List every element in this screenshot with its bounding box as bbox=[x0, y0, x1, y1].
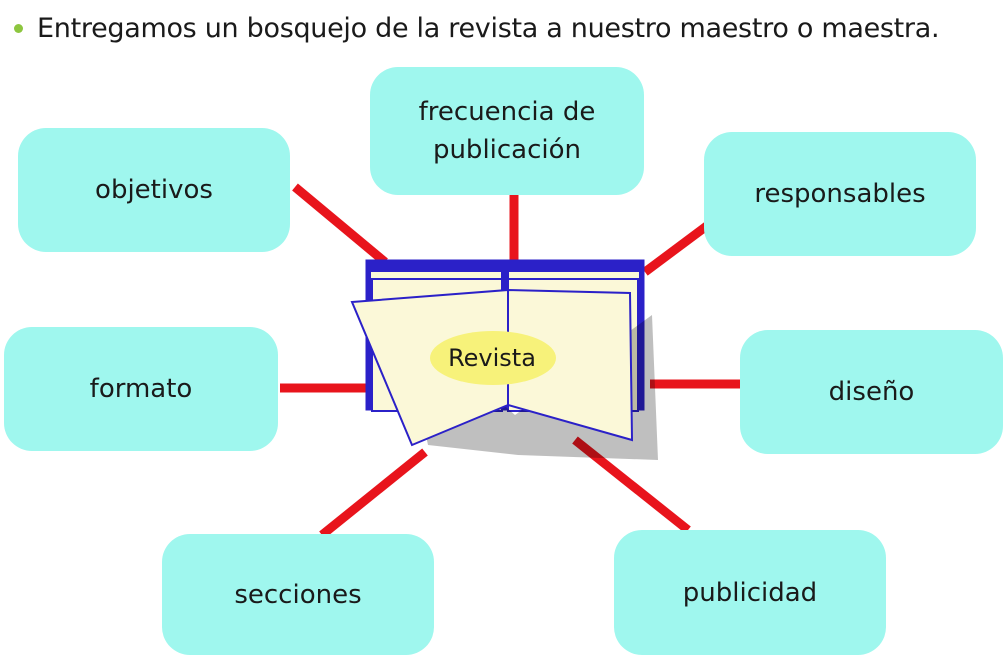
connector-publicidad bbox=[572, 436, 691, 534]
node-secciones: secciones bbox=[162, 534, 434, 655]
bullet-icon bbox=[14, 23, 23, 33]
node-publicidad-label: publicidad bbox=[682, 577, 818, 608]
node-publicidad: publicidad bbox=[614, 530, 886, 655]
connector-objetivos bbox=[292, 183, 388, 266]
node-formato: formato bbox=[4, 327, 278, 451]
connector-secciones bbox=[319, 448, 428, 539]
magazine-icon bbox=[350, 259, 658, 460]
node-secciones-label: secciones bbox=[234, 579, 362, 610]
center-label: Revista bbox=[448, 344, 536, 372]
node-frecuencia-label: frecuencia de publicación bbox=[418, 97, 596, 165]
instruction-text: Entregamos un bosquejo de la revista a n… bbox=[37, 12, 940, 44]
node-frecuencia: frecuencia de publicación bbox=[370, 67, 644, 195]
node-diseno-label: diseño bbox=[828, 377, 915, 407]
connector-responsables bbox=[642, 221, 711, 276]
node-objetivos: objetivos bbox=[18, 128, 290, 252]
node-diseno: diseño bbox=[740, 330, 1003, 454]
center-ellipse bbox=[430, 331, 556, 385]
instruction-line: Entregamos un bosquejo de la revista a n… bbox=[8, 8, 940, 48]
node-objetivos-label: objetivos bbox=[95, 175, 213, 205]
node-responsables: responsables bbox=[704, 132, 976, 256]
node-formato-label: formato bbox=[89, 374, 193, 404]
node-responsables-label: responsables bbox=[754, 179, 926, 209]
